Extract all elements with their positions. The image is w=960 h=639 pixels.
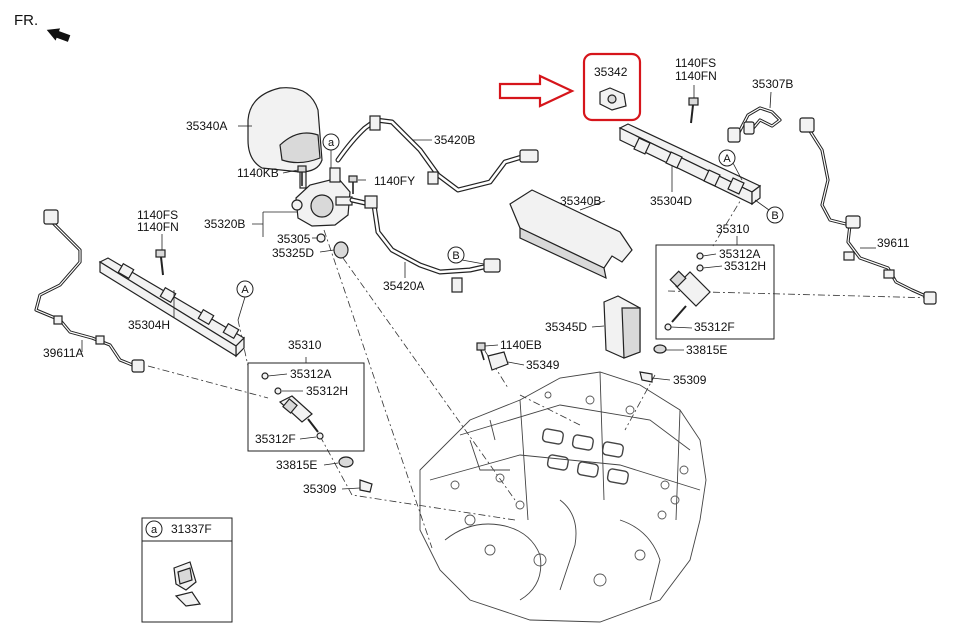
seal-33815e-right: [653, 344, 667, 354]
leader-lines: [81, 85, 876, 490]
cover-35345d: [603, 295, 641, 359]
bolt-1140kb: [297, 165, 307, 186]
label-39611a: 39611A: [43, 346, 83, 360]
bolt-1140fs-right: [688, 97, 699, 124]
label-1140fy: 1140FY: [374, 174, 415, 188]
injector-group-left: [247, 362, 365, 452]
label-35305: 35305: [277, 232, 311, 246]
marker-a-inset: a: [145, 520, 163, 538]
wiring-harness-39611: [799, 117, 937, 305]
svg-text:A: A: [241, 284, 249, 296]
label-35420b: 35420B: [434, 133, 475, 147]
label-39611: 39611: [877, 236, 910, 250]
fuel-hose-35420a: [349, 195, 501, 293]
label-35312f-right: 35312F: [694, 320, 735, 334]
svg-text:a: a: [151, 524, 158, 536]
fuel-pump-35320b: [291, 167, 353, 227]
label-33815e-left: 33815E: [276, 458, 317, 472]
seal-35305: [316, 233, 326, 243]
marker-A-right: A: [718, 149, 743, 181]
fuel-hose-35420b: [335, 115, 539, 193]
label-35310-left: 35310: [288, 338, 322, 352]
wiring-harness-39611a: [34, 209, 145, 373]
marker-a-pump: a: [322, 133, 340, 168]
svg-text:A: A: [723, 153, 731, 165]
label-33815e-right: 33815E: [686, 343, 727, 357]
highlight-box-35342: [582, 52, 642, 122]
engine-cover-35340a: [247, 87, 323, 173]
clip-35309-right: [639, 371, 653, 383]
label-35309-left: 35309: [303, 482, 337, 496]
label-35307b: 35307B: [752, 77, 793, 91]
front-direction-label: FR.: [14, 12, 38, 29]
label-35304h: 35304H: [128, 318, 170, 332]
label-35312h-right: 35312H: [724, 259, 766, 273]
marker-B-rail: B: [754, 199, 784, 224]
bolt-1140eb: [476, 342, 486, 361]
label-1140fn-left: 1140FN: [137, 220, 179, 234]
pointer-arrow-icon: [498, 74, 575, 108]
marker-B-hose: B: [447, 246, 485, 265]
label-1140kb: 1140KB: [237, 166, 279, 180]
fuel-rail-35304h: [98, 257, 245, 358]
part-35342: [599, 87, 627, 111]
bolt-1140fy: [348, 175, 358, 194]
fuel-rail-35304d: [618, 123, 762, 206]
label-35342: 35342: [594, 65, 628, 79]
label-1140fn-right: 1140FN: [675, 69, 717, 83]
front-direction-arrow-icon: [46, 28, 71, 42]
label-35312a-left: 35312A: [290, 367, 331, 381]
inset-31337f: [141, 517, 233, 623]
label-35420a: 35420A: [383, 279, 424, 293]
engine-cover-35340b: [509, 189, 633, 280]
bolt-1140fs-left: [155, 249, 166, 276]
label-35325d: 35325D: [272, 246, 314, 260]
assembly-lines: [147, 192, 936, 549]
label-1140fs-right: 1140FS: [675, 56, 716, 70]
bracket-35349: [487, 351, 509, 371]
label-35312f-left: 35312F: [255, 432, 296, 446]
label-35310-right: 35310: [716, 222, 750, 236]
label-35309-right: 35309: [673, 373, 707, 387]
clip-35309-left: [359, 479, 373, 493]
label-35312a-right: 35312A: [719, 247, 760, 261]
label-35340a: 35340A: [186, 119, 227, 133]
label-1140fs-left: 1140FS: [137, 208, 178, 222]
label-35345d: 35345D: [545, 320, 587, 334]
label-35312h-left: 35312H: [306, 384, 348, 398]
svg-text:B: B: [452, 250, 459, 262]
label-35320b: 35320B: [204, 217, 245, 231]
label-31337f: 31337F: [171, 522, 212, 536]
label-1140eb: 1140EB: [500, 338, 542, 352]
svg-text:B: B: [771, 210, 778, 222]
wire-35307b: [727, 106, 782, 143]
engine-block: [419, 371, 707, 623]
tappet-35325d: [333, 241, 349, 259]
svg-text:a: a: [328, 137, 335, 149]
marker-A-left: A: [236, 280, 254, 321]
seal-33815e-left: [338, 456, 354, 468]
part-labels: 35340A 1140KB 1140FY 35320B 35305 35325D…: [43, 56, 910, 536]
label-35340b: 35340B: [560, 194, 601, 208]
label-35304d: 35304D: [650, 194, 692, 208]
label-35349: 35349: [526, 358, 560, 372]
